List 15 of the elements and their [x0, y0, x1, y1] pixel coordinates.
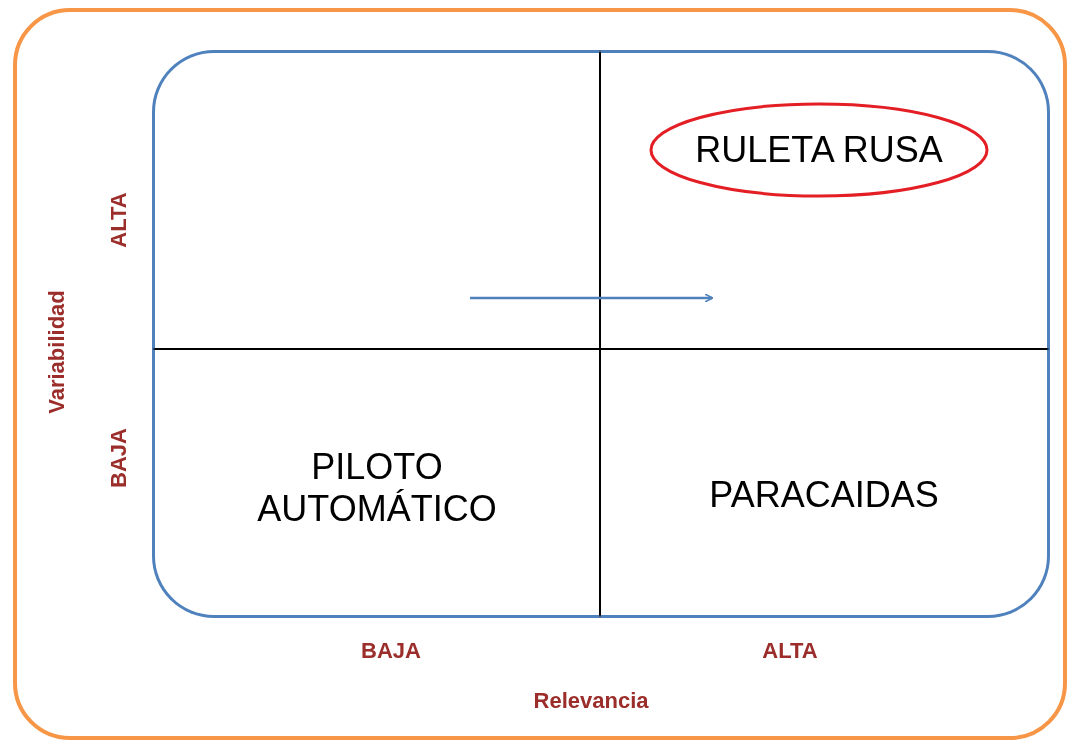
- arrow: [470, 293, 714, 303]
- axis-title: Relevancia: [533, 688, 649, 714]
- axis-label: BAJA: [106, 428, 132, 488]
- quadrant-label: PARACAIDAS: [709, 474, 939, 516]
- axis-title: Variabilidad: [44, 290, 70, 414]
- matrix-quadrant: [152, 50, 600, 349]
- quadrant-label: RULETA RUSA: [695, 129, 943, 171]
- matrix-quadrant: [152, 349, 600, 618]
- ellipse-highlight: [649, 101, 989, 199]
- matrix-quadrant: [600, 349, 1050, 618]
- matrix-quadrant: [600, 50, 1050, 349]
- quadrant-label: PILOTO AUTOMÁTICO: [256, 446, 498, 530]
- axis-label: ALTA: [762, 638, 818, 664]
- axis-label: ALTA: [106, 192, 132, 248]
- axis-label: BAJA: [361, 638, 421, 664]
